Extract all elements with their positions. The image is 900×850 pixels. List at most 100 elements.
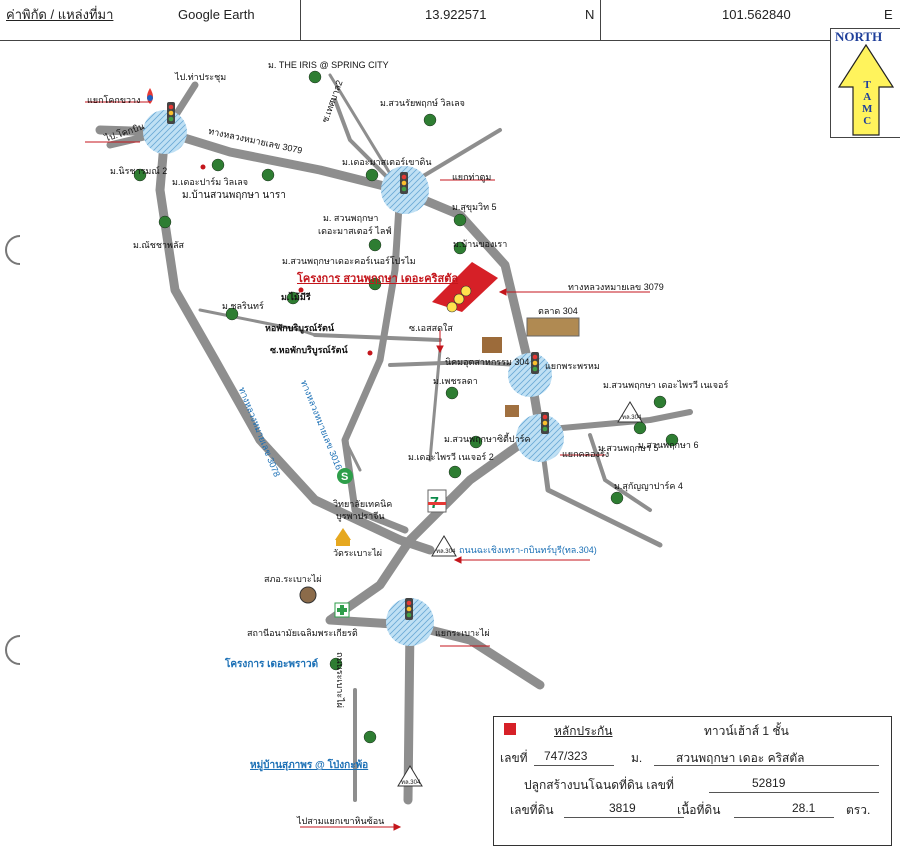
hospital-cross-icon [334,602,350,618]
north-letter: M [862,103,873,115]
label-yaek-rabopai: แยกระเบาะไผ่ [435,628,490,638]
label-project-deprawa: โครงการ เดอะพราวด์ [225,659,319,670]
label-road-3079-right: ทางหลวงหมายเลข 3079 [568,282,664,292]
north-label: NORTH [835,29,883,44]
label-college2: บูรพาปราจีน [336,511,385,521]
north-arrow-icon [837,43,895,136]
map-canvas: 7 S [0,40,900,850]
area-label: เนื้อที่ดิน [677,803,721,817]
label-project-title: โครงการ สวนพฤกษา เดอะคริสตัล [297,273,459,285]
coord-label: ค่าพิกัด / แหล่งที่มา [6,7,114,22]
junction-rabopai [386,598,434,646]
label-ms-phetchalada: ม.เพชรลดา [433,376,478,386]
land-no-label: เลขที่ดิน [510,803,554,817]
gas-station-icon [147,88,153,104]
road-network: 7 S [5,70,693,831]
property-type: ทาวน์เฮ้าส์ 1 ชั้น [704,724,789,738]
pointer-arrows [85,101,650,831]
seven-eleven-icon: 7 [427,489,447,513]
label-hospital: สถานีอนามัยเฉลิมพระเกียรติ [247,628,358,638]
legend-label: หลักประกัน [554,724,613,738]
number-label: เลขที่ [500,751,528,765]
traffic-light-icon [541,412,549,434]
label-industrial: นิคมอุตสาหกรรม 304 [445,357,530,367]
traffic-light-icon [400,172,408,194]
route-shield-label: ทล.304 [401,780,421,786]
deed-label: ปลูกสร้างบนโฉนดที่ดิน เลขที่ [524,778,674,792]
collateral-info-box: หลักประกัน ทาวน์เฮ้าส์ 1 ชั้น เลขที่ 747… [493,716,892,846]
police-badge-icon [299,586,317,604]
building-icon [505,405,519,417]
college-s-icon [337,468,353,484]
north-letter: T [863,79,871,91]
mu-label: ม. [631,751,643,765]
area-value: 28.1 [792,801,816,815]
junction-khlongrang [516,414,564,462]
label-soi-south: ถนนระเบาะไผ่ [335,652,345,708]
label-ms-forest2: ม.เดอะไพรวี เนเจอร์ 2 [408,452,494,462]
binder-hole-icon [5,635,21,665]
header-divider [600,0,601,40]
north-letter: C [863,115,872,127]
label-ms-mastersdin: ม.เดอะมาสเตอร์เขาดิน [342,157,432,167]
label-college1: วิทยาลัยเทคนิค [333,499,393,509]
route-304-shield [397,401,643,787]
junction-phrakhnom [508,353,552,397]
industrial-building-icon [482,337,502,353]
svg-text:S: S [341,471,348,483]
label-ms-theforest: ม.สวนพฤกษา เดอะไพรวี เนเจอร์ [603,380,729,390]
label-wat: วัดระเบาะไผ่ [333,548,383,558]
label-ms-suanpruksa-city: ม.สวนพฤกษาซิตี้ปาร์ค [444,434,531,444]
traffic-light-icon [167,102,175,124]
label-talad-304: ตลาด 304 [538,306,578,316]
label-yaek-thatoom: แยกท่าตูม [452,172,492,182]
source-value: Google Earth [178,7,255,22]
label-ms-iris: ม. THE IRIS @ SPRING CITY [268,60,389,70]
label-yaek-phrakhnom: แยกพระพรหม [545,361,600,371]
north-arrow: NORTH T A M C [830,28,900,138]
coordinate-header: ค่าพิกัด / แหล่งที่มา Google Earth 13.92… [0,0,900,41]
underline [534,765,614,766]
label-ms-theparm: ม.เดอะปาร์ม วิลเลจ [172,177,249,187]
label-ms-sukanya: ม.สุกัญญาปาร์ค 4 [614,481,683,491]
label-ms-chaiyaphat: ม.ณัชชาพลัส [133,240,184,250]
label-dorm2: ซ.หอพักบริบูรณ์รัตน์ [270,345,348,355]
label-ms-suanpruksa5: ม.สวนพฤกษา 5 [598,443,659,453]
underline [564,817,684,818]
traffic-light-icon [405,598,413,620]
label-ms-bankhongrao: ม.บ้านของเรา [453,239,508,249]
label-dorm1: หอพักบริบูรณ์รัตน์ [265,323,334,333]
label-sakhon: สภอ.ระเบาะไผ่ [264,574,322,584]
label-ms-nirachan: ม.นิรชารมณ์ 2 [110,166,168,176]
label-ms-maimee: ม.ไม้มีรี [281,292,311,302]
route-shield-label: ทล.304 [622,415,642,421]
traffic-light-icon [531,352,539,374]
route-shield-label: ทล.304 [436,549,456,555]
label-ms-suanpruksa-master1: ม. สวนพฤกษา [323,213,379,223]
market-photo [526,317,580,337]
header-divider [300,0,301,40]
label-ms-sukhumvit5: ม.สุขุมวิท 5 [452,202,497,212]
junction-khokkhwang [143,110,187,154]
longitude-direction: E [884,7,893,22]
label-ms-suanpruksa-nara: ม.บ้านสวนพฤกษา นารา [182,190,286,201]
number-value: 747/323 [544,749,588,763]
label-soi-sd: ซ.เอสสดใส [409,323,453,333]
deed-value: 52819 [752,776,786,790]
label-ms-chonrin: ม.ชลรินทร์ [222,301,264,311]
label-ms-suanpruksa-master2: เดอะมาสเตอร์ ไลฟ์ [318,226,392,236]
latitude-direction: N [585,7,595,22]
latitude-value: 13.922571 [425,7,487,22]
village-value: สวนพฤกษา เดอะ คริสตัล [676,751,805,765]
longitude-value: 101.562840 [722,7,791,22]
underline [654,765,879,766]
binder-hole-icon [5,235,21,265]
temple-icon [335,528,351,546]
area-unit: ตรว. [846,803,871,817]
label-ms-suanruen: ม.สวนรัยพฤกษ์ วิลเลจ [380,98,465,108]
underline [709,792,879,793]
label-to-thaprachum: ไป.ท่าประชุม [175,72,227,82]
underline [734,817,834,818]
label-ms-suanpruksa6: ม.สวนพฤกษา 6 [638,440,699,450]
label-yaek-khokkhwang: แยกโคกขวาง [87,95,141,105]
